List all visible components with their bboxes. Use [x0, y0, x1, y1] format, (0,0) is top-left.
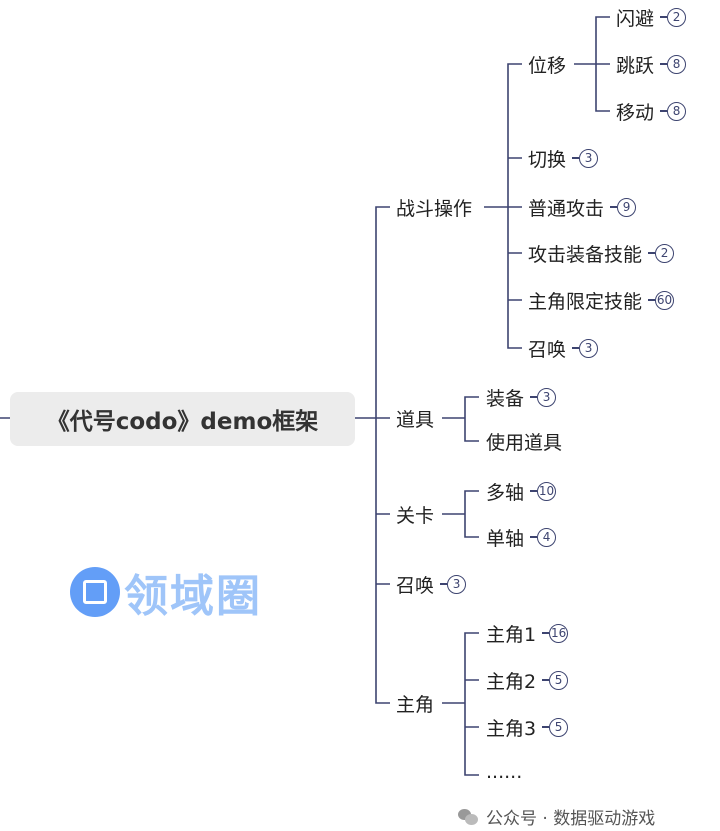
node-use-item[interactable]: 使用道具	[486, 431, 563, 454]
root-node[interactable]: 《代号codo》demo框架	[10, 392, 355, 446]
node-move[interactable]: 位移	[528, 54, 567, 77]
count-badge[interactable]: 3	[440, 574, 467, 594]
wechat-icon	[458, 808, 478, 825]
count-badge[interactable]: 60	[648, 290, 675, 310]
node-heroes[interactable]: 主角	[396, 693, 435, 716]
count-badge[interactable]: 3	[530, 387, 557, 407]
count-badge[interactable]: 8	[660, 54, 687, 74]
node-more[interactable]: ......	[486, 761, 523, 783]
count-badge[interactable]: 2	[648, 243, 675, 263]
node-levels[interactable]: 关卡	[396, 504, 435, 527]
count-badge[interactable]: 16	[542, 623, 569, 643]
count-badge[interactable]: 3	[572, 338, 599, 358]
watermark-logo-icon	[70, 567, 120, 617]
count-badge[interactable]: 10	[530, 481, 557, 501]
node-items[interactable]: 道具	[396, 408, 435, 431]
count-badge[interactable]: 3	[572, 148, 599, 168]
footer-credit: 公众号 · 数据驱动游戏	[458, 804, 655, 829]
count-badge[interactable]: 9	[610, 197, 637, 217]
count-badge[interactable]: 5	[542, 670, 569, 690]
count-badge[interactable]: 2	[660, 7, 687, 27]
count-badge[interactable]: 4	[530, 527, 557, 547]
count-badge[interactable]: 8	[660, 101, 687, 121]
watermark: 领域圈	[70, 560, 262, 624]
count-badge[interactable]: 5	[542, 717, 569, 737]
node-combat[interactable]: 战斗操作	[396, 197, 473, 220]
